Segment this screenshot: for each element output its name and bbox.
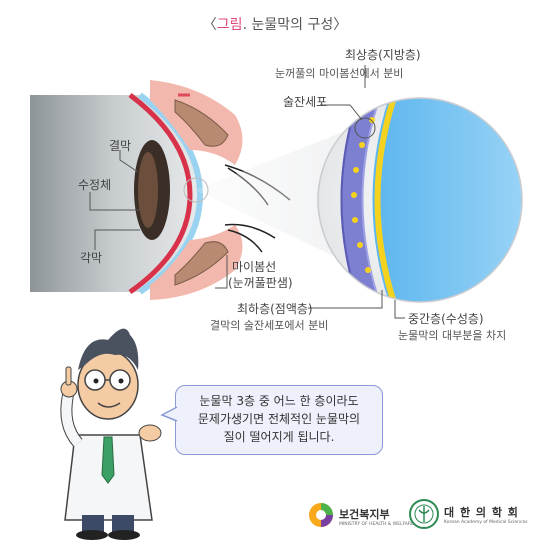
figure-title: 〈그림. 눈물막의 구성〉 xyxy=(202,17,348,33)
label-meibomian: 마이봄선 xyxy=(232,260,277,274)
label-inner-desc: 결막의 술잔세포에서 분비 xyxy=(210,319,329,332)
label-outer-desc: 눈꺼풀의 마이봄선에서 분비 xyxy=(275,67,404,80)
academy-name: 대 한 의 학 회 xyxy=(444,506,519,519)
figure-title-highlight: 그림 xyxy=(216,17,243,33)
ministry-name: 보건복지부 xyxy=(339,508,390,521)
bubble-line-1: 눈물막 3층 중 어느 한 층이라도 xyxy=(199,394,359,408)
ministry-logo-icon xyxy=(309,503,333,527)
label-middle-desc: 눈물막의 대부분을 차지 xyxy=(398,329,507,342)
bubble-tail xyxy=(160,406,178,422)
academy-logo-icon xyxy=(409,499,439,529)
label-cornea: 각막 xyxy=(80,251,103,265)
label-middle-layer: 중간층(수성층) xyxy=(408,312,484,326)
label-inner-layer: 최하층(점액층) xyxy=(237,302,313,316)
academy-sub: Korean Academy of Medical Sciences xyxy=(444,520,528,525)
label-goblet-cell: 술잔세포 xyxy=(283,95,328,109)
speech-bubble: 눈물막 3층 중 어느 한 층이라도 문제가생기면 전체적인 눈물막의 질이 떨… xyxy=(175,385,383,455)
label-outer-layer: 최상층(지방층) xyxy=(345,48,421,62)
label-lens: 수정체 xyxy=(78,178,112,192)
bubble-line-2: 문제가생기면 전체적인 눈물막의 xyxy=(197,412,361,426)
lipid-layer xyxy=(374,98,403,302)
label-conjunctiva: 결막 xyxy=(109,139,132,153)
ministry-sub: MINISTRY OF HEALTH & WELFARE xyxy=(339,522,414,527)
bubble-line-3: 질이 떨어지게 됩니다. xyxy=(223,430,335,444)
cornea-layer xyxy=(128,93,193,295)
doctor-character xyxy=(60,328,162,540)
aqueous-layer xyxy=(372,98,522,302)
label-meibomian-sub: (눈꺼풀판샘) xyxy=(228,276,293,290)
